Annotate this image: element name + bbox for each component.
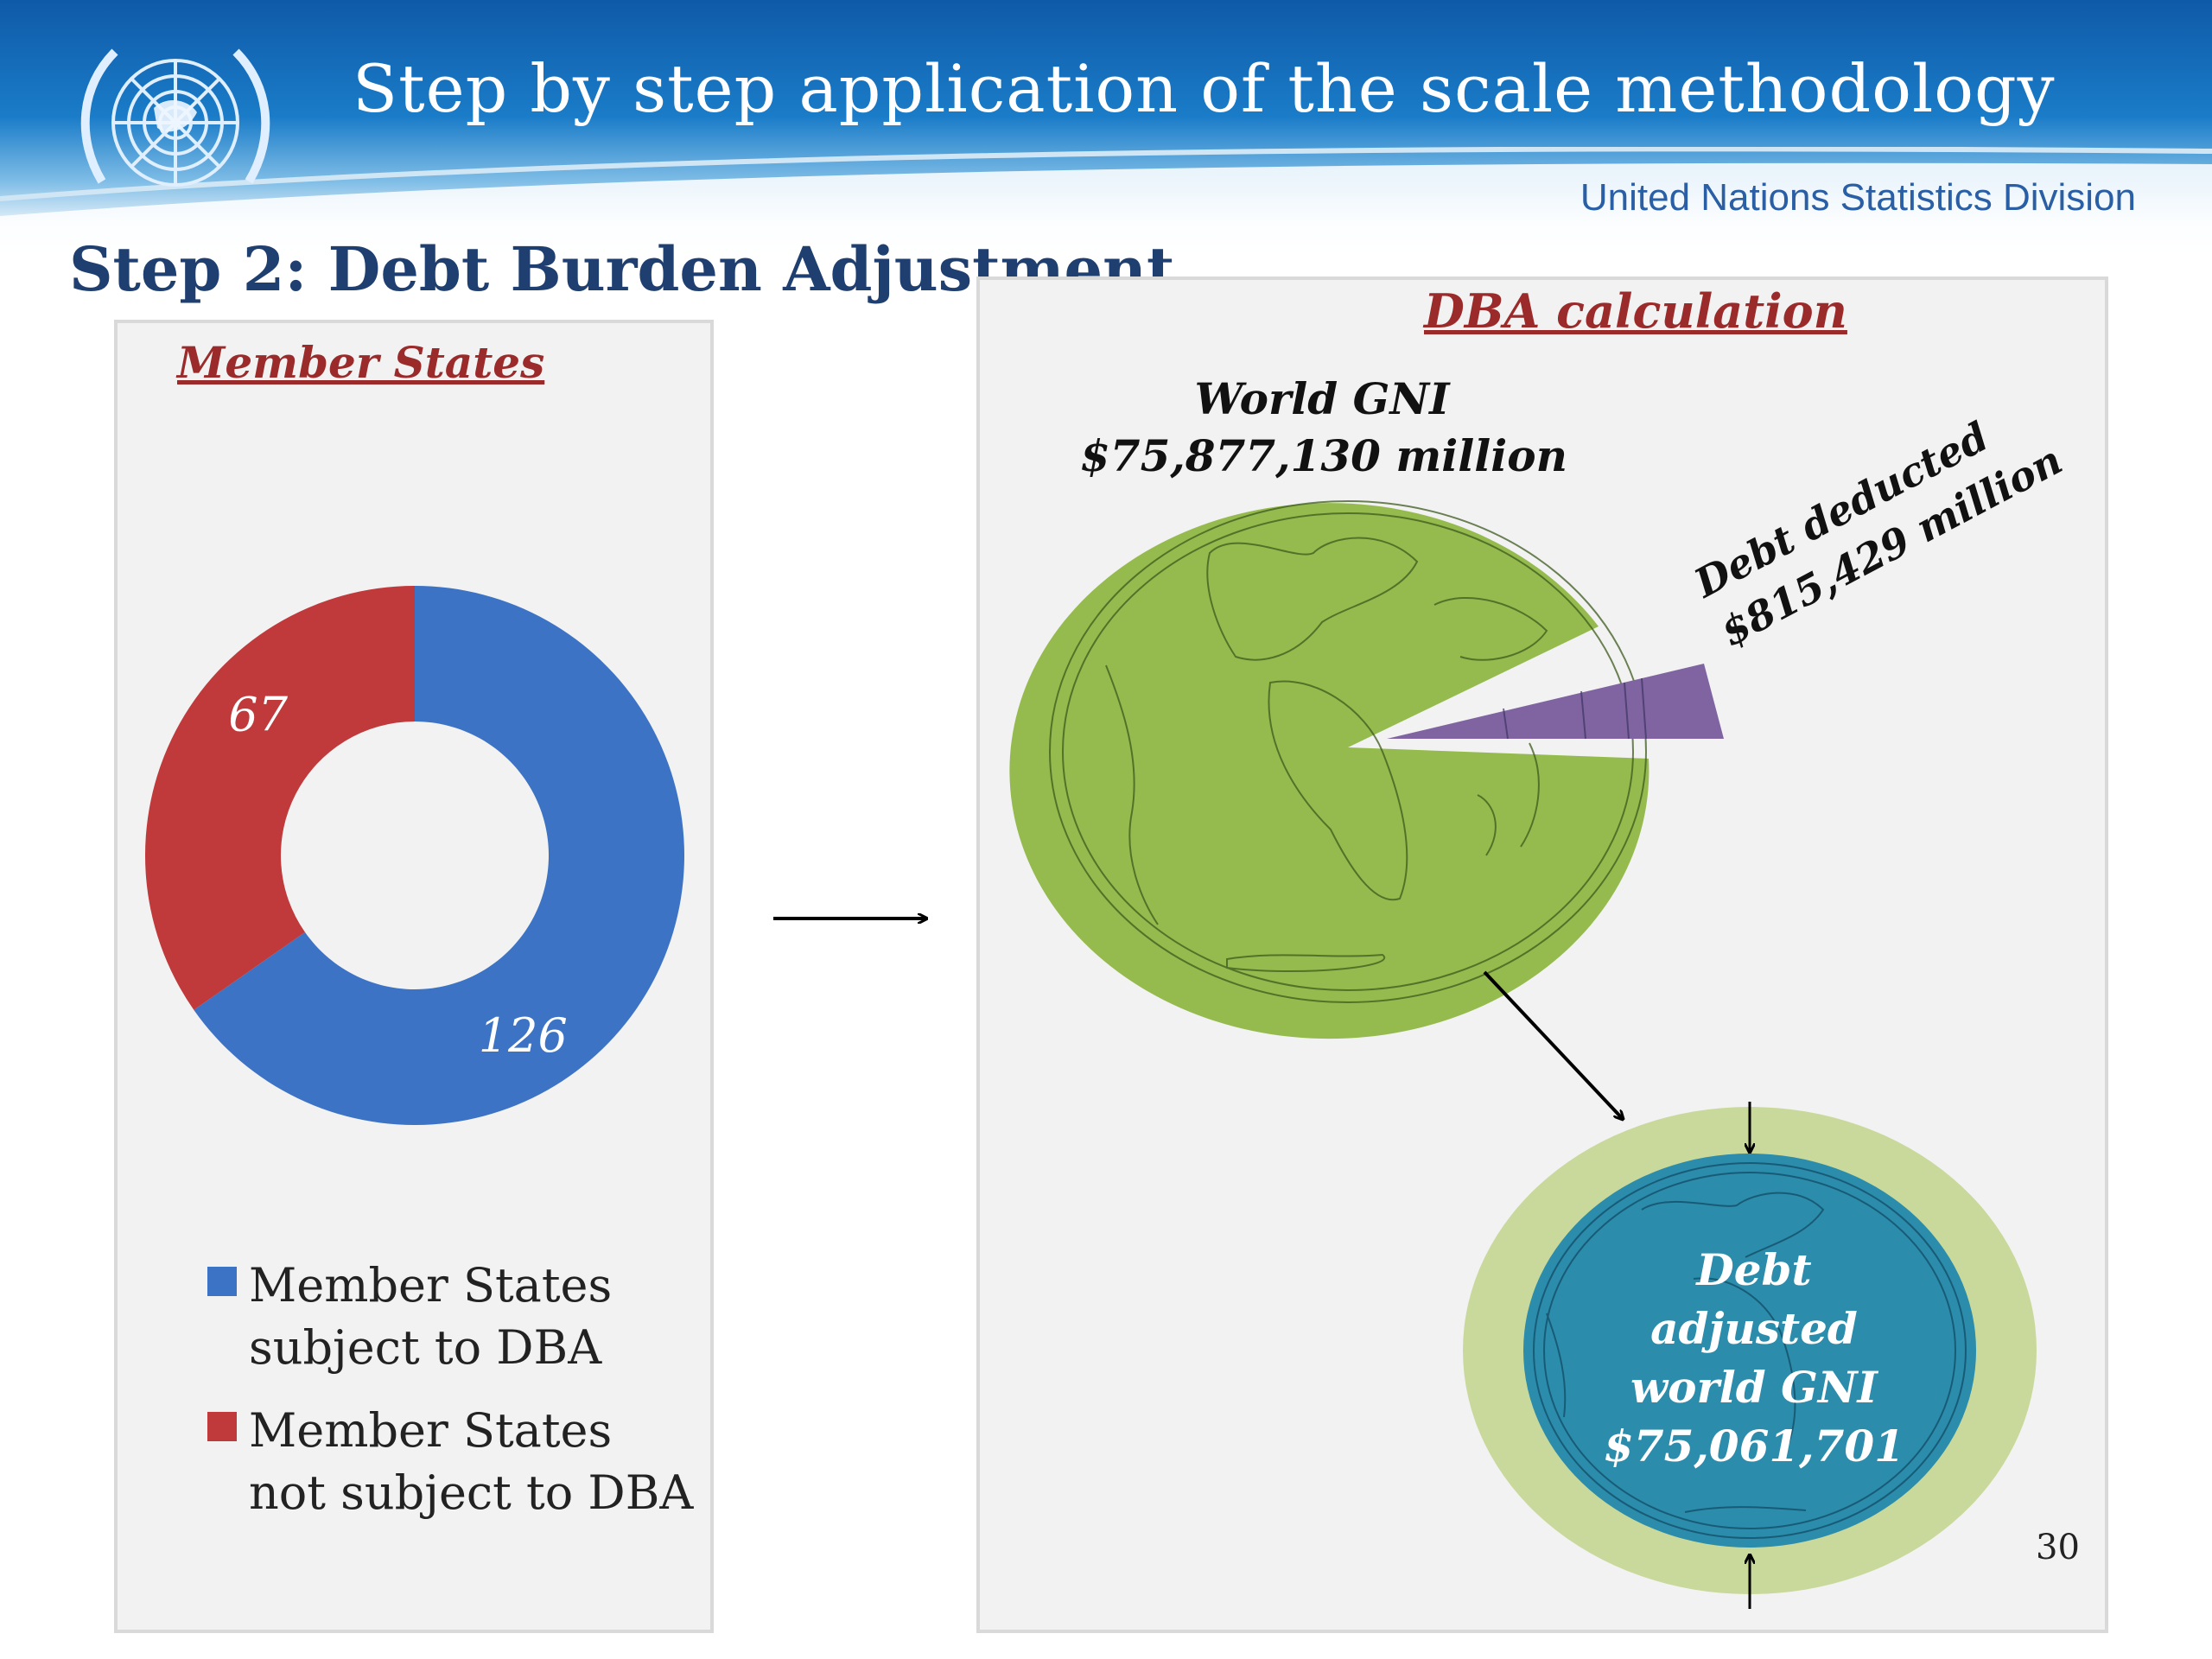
debt-adjusted-value: $75,061,701 — [1604, 1421, 1904, 1471]
world-gni-label: World GNI — [1194, 373, 1450, 424]
division-label: United Nations Statistics Division — [1580, 176, 2136, 219]
flow-arrow-down — [1483, 970, 1623, 1119]
debt-adjusted-line-3: world GNI — [1630, 1362, 1878, 1413]
un-emblem-icon — [80, 48, 270, 187]
debt-wedge — [1387, 664, 1724, 740]
page-number: 30 — [2036, 1528, 2080, 1567]
legend-label-not-subject: Member States not subject to DBA — [249, 1403, 694, 1520]
header-title: Step by step application of the scale me… — [353, 50, 2056, 127]
donut-slice-not-subject — [144, 586, 415, 1010]
debt-adjusted-line-1: Debt — [1696, 1244, 1812, 1295]
donut-data-label-not-subject: 67 — [228, 688, 288, 742]
header-swoosh — [0, 147, 2212, 268]
debt-adjusted-label: Debt adjusted world GNI $75,061,701 — [1555, 1241, 1953, 1476]
debt-adjusted-line-2: adjusted — [1650, 1303, 1858, 1354]
donut-slice-subject — [194, 586, 684, 1125]
dba-calculation-heading: DBA calculation — [1424, 283, 1847, 339]
legend-swatch-subject — [207, 1267, 237, 1296]
member-states-donut-chart: 126 67 — [144, 586, 684, 1125]
member-states-heading: Member States — [177, 337, 545, 388]
world-gni-globe — [1009, 500, 1649, 1039]
debt-adjusted-globe — [1463, 1102, 2037, 1609]
legend-swatch-not-subject — [207, 1412, 237, 1441]
world-gni-value: $75,877,130 million — [1080, 430, 1567, 481]
legend-label-subject: Member States subject to DBA — [249, 1258, 613, 1375]
donut-data-label-subject: 126 — [479, 1008, 568, 1063]
